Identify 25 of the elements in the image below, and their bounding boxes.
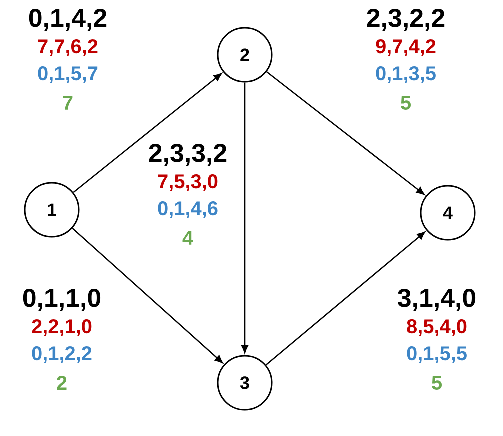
arrow [72, 228, 224, 364]
value-label: 2,2,1,0 [32, 320, 92, 336]
value-label: 0,1,4,2 [29, 8, 107, 32]
value-label: 8,5,4,0 [407, 320, 467, 336]
arrow [266, 232, 426, 366]
value-label: 7,5,3,0 [158, 174, 218, 192]
value-label: 2 [57, 376, 67, 390]
value-label: 5 [432, 376, 442, 390]
value-label: 3,1,4,0 [398, 288, 476, 312]
arrow [266, 72, 425, 196]
value-label: 5 [401, 96, 411, 110]
value-label: 0,1,5,7 [38, 66, 98, 84]
value-label: 9,7,4,2 [376, 40, 436, 56]
arrow [73, 73, 222, 194]
value-label: 0,1,4,6 [158, 202, 218, 218]
arrow [242, 82, 248, 354]
value-label: 7 [63, 96, 73, 110]
value-label: 7,7,6,2 [38, 40, 98, 56]
value-label: 2,3,3,2 [149, 144, 227, 166]
value-label: 0,1,2,2 [32, 346, 92, 364]
value-label: 0,1,5,5 [407, 346, 467, 364]
value-label: 4 [182, 231, 194, 245]
value-label: 0,1,3,5 [376, 66, 436, 84]
value-label: 2,3,2,2 [367, 8, 445, 32]
value-label: 0,1,1,0 [23, 288, 101, 312]
